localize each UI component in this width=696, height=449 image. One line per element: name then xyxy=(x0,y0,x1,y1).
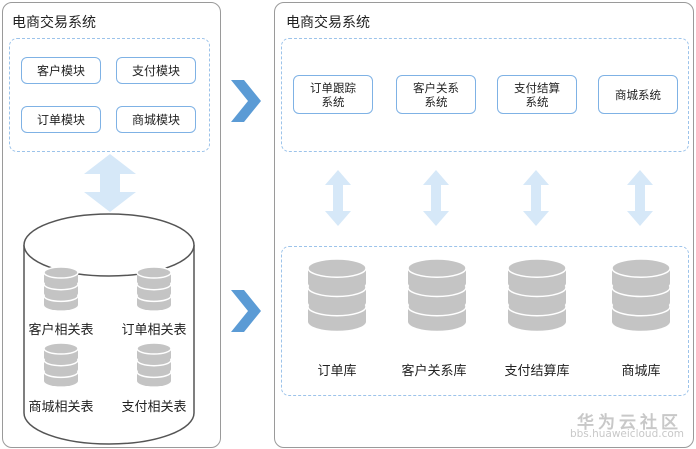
system-customer-relation: 客户关系系统 xyxy=(396,75,476,114)
watermark-url: bbs.huaweicloud.com xyxy=(569,428,684,440)
db-stack-icon xyxy=(307,258,367,331)
right-panel-title: 电商交易系统 xyxy=(286,15,370,31)
right-system-group xyxy=(281,38,689,152)
db-stack-icon xyxy=(43,266,79,311)
database-label-order: 订单库 xyxy=(317,364,357,379)
system-label-line1: 支付结算 xyxy=(514,80,560,95)
system-payment-settlement: 支付结算系统 xyxy=(497,75,577,114)
system-label-line1: 订单跟踪 xyxy=(310,80,356,95)
system-order-tracking: 订单跟踪系统 xyxy=(293,75,373,114)
database-label-customer-relation: 客户关系库 xyxy=(401,364,467,379)
left-module-group xyxy=(9,38,210,152)
database-label-payment-settlement: 支付结算库 xyxy=(504,364,570,379)
chevron-right-icon xyxy=(231,290,261,332)
system-mall: 商城系统 xyxy=(598,75,678,114)
left-double-arrow xyxy=(84,154,136,212)
db-stack-icon xyxy=(136,266,172,311)
module-mall: 商城模块 xyxy=(116,106,196,133)
system-label-line2: 系统 xyxy=(525,94,549,109)
db-stack-icon xyxy=(43,342,79,387)
chevron-right-icon xyxy=(231,80,261,122)
system-label-line2: 系统 xyxy=(321,94,345,109)
system-label-line1: 客户关系 xyxy=(413,80,459,95)
db-stack-icon xyxy=(136,342,172,387)
db-stack-icon xyxy=(407,258,467,331)
right-double-arrow xyxy=(627,170,653,226)
module-order: 订单模块 xyxy=(21,106,101,133)
table-label-customer: 客户相关表 xyxy=(28,323,94,338)
db-stack-icon xyxy=(611,258,671,331)
left-panel-title: 电商交易系统 xyxy=(12,15,96,31)
system-label-line1: 商城系统 xyxy=(615,87,661,102)
right-database-group xyxy=(281,246,689,396)
module-payment: 支付模块 xyxy=(116,57,196,84)
right-double-arrow xyxy=(523,170,549,226)
module-customer: 客户模块 xyxy=(21,57,101,84)
table-label-mall: 商城相关表 xyxy=(28,400,94,415)
db-stack-icon xyxy=(507,258,567,331)
table-label-payment: 支付相关表 xyxy=(121,400,187,415)
right-double-arrow xyxy=(423,170,449,226)
database-label-mall: 商城库 xyxy=(621,364,661,379)
right-double-arrow xyxy=(325,170,351,226)
watermark-brand: 华为云社区 xyxy=(577,413,682,433)
table-label-order: 订单相关表 xyxy=(121,323,187,338)
system-label-line2: 系统 xyxy=(424,94,448,109)
